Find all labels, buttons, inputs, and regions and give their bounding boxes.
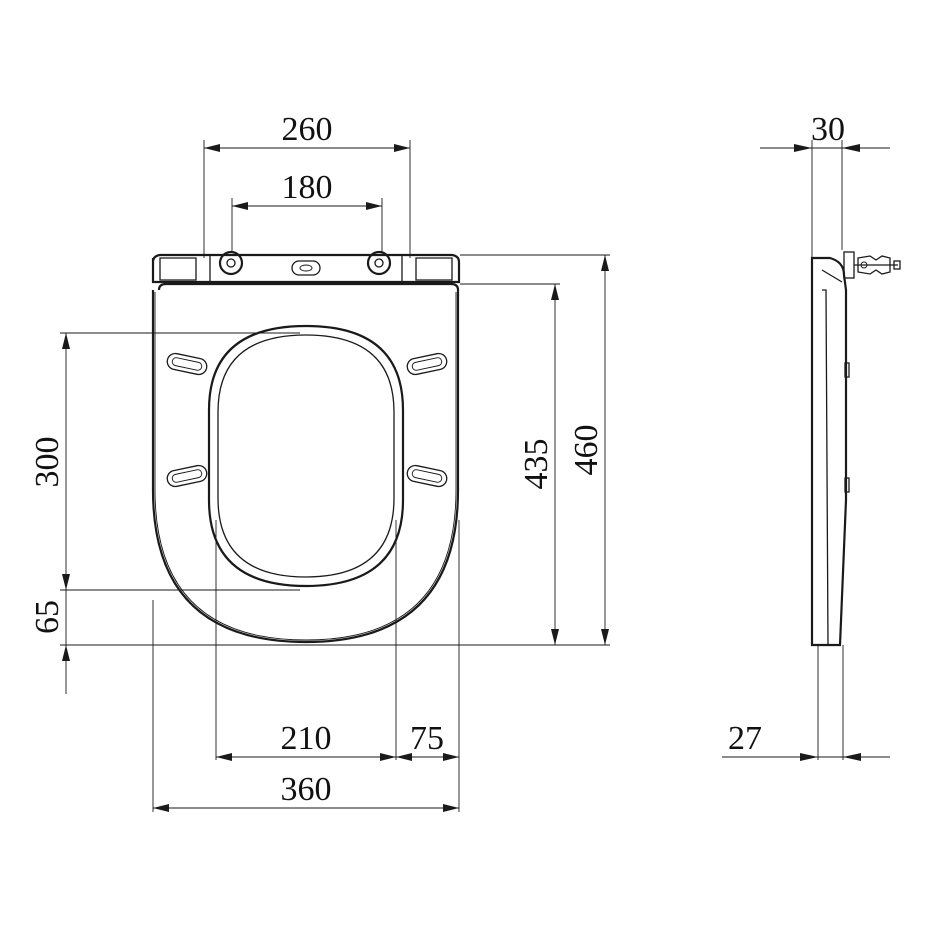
dim-side-thickness-top: 30 — [811, 111, 845, 148]
hinge-bolt-left-inner-icon — [226, 258, 236, 268]
extension-lines — [60, 140, 610, 812]
buffer-bottom-left-icon — [166, 464, 208, 488]
dim-total-length: 460 — [568, 425, 605, 476]
dim-front-rim: 65 — [29, 600, 66, 634]
dim-inner-length: 435 — [518, 439, 555, 490]
dim-rim-width: 75 — [410, 720, 444, 757]
seat-top-view — [151, 250, 461, 644]
hinge-slot-icon — [291, 260, 321, 276]
buffer-top-right-icon — [406, 352, 448, 376]
buffer-bottom-right-icon — [406, 464, 448, 488]
hinge-bolt-left-icon — [218, 250, 244, 276]
seat-opening-inner — [217, 334, 395, 578]
seat-outer-edge — [154, 292, 457, 641]
hinge-plate-outline — [151, 253, 461, 284]
hinge-center-block — [209, 255, 403, 284]
seat-outer-outline — [151, 282, 460, 644]
seat-side-view — [722, 140, 901, 761]
seat-opening-outer — [207, 324, 405, 588]
side-profile-outline — [810, 256, 848, 647]
dim-opening-width: 210 — [281, 720, 332, 757]
side-hinge-fitting-icon — [843, 251, 901, 279]
buffer-top-left-icon — [166, 352, 208, 376]
dim-hinge-outer: 260 — [282, 111, 333, 148]
side-profile-split — [822, 289, 829, 646]
dim-hinge-inner: 180 — [282, 169, 333, 206]
hinge-bolt-right-inner-icon — [374, 258, 384, 268]
dim-side-thickness-bottom: 27 — [728, 720, 762, 757]
dim-opening-length: 300 — [29, 437, 66, 488]
side-buffer-bottom-icon — [844, 477, 850, 493]
hinge-bolt-right-icon — [366, 250, 392, 276]
hinge-plate-inner — [159, 257, 453, 281]
dimension-arrows — [62, 144, 609, 812]
dim-total-width: 360 — [281, 771, 332, 808]
dimension-lines — [65, 147, 606, 809]
side-buffer-top-icon — [844, 362, 850, 378]
